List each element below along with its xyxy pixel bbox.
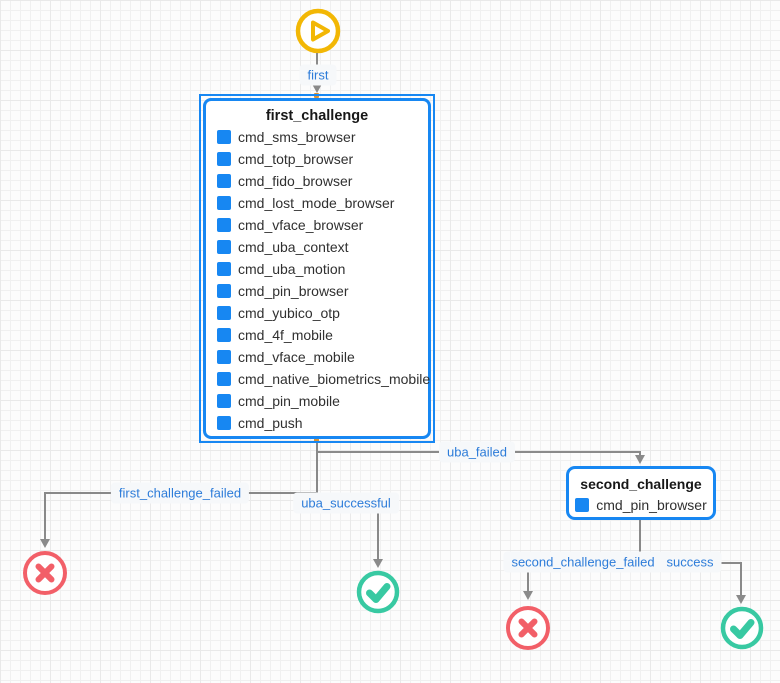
command-square-icon xyxy=(217,152,231,166)
command-square-icon xyxy=(217,196,231,210)
node-item[interactable]: cmd_push xyxy=(206,412,428,434)
edge-second-challenge-stem[interactable] xyxy=(639,520,641,563)
node-item[interactable]: cmd_vface_browser xyxy=(206,214,428,236)
selection-outline: first_challenge cmd_sms_browser cmd_totp… xyxy=(199,94,435,443)
x-circle-icon xyxy=(22,551,68,600)
edge-label-first[interactable]: first xyxy=(299,64,337,86)
node-first-challenge[interactable]: first_challenge cmd_sms_browser cmd_totp… xyxy=(203,98,431,439)
command-square-icon xyxy=(217,240,231,254)
command-square-icon xyxy=(575,498,590,512)
node-second-challenge[interactable]: second_challenge cmd_pin_browser xyxy=(566,466,716,520)
node-item[interactable]: cmd_lost_mode_browser xyxy=(206,192,428,214)
failure-terminal-node[interactable] xyxy=(505,605,551,656)
node-item[interactable]: cmd_pin_browser xyxy=(569,494,713,516)
node-item[interactable]: cmd_vface_mobile xyxy=(206,346,428,368)
play-circle-icon xyxy=(295,8,341,58)
edge-second-challenge-failed[interactable] xyxy=(527,562,529,592)
node-item[interactable]: cmd_sms_browser xyxy=(206,126,428,148)
start-node[interactable] xyxy=(295,8,341,59)
command-square-icon xyxy=(217,174,231,188)
node-item[interactable]: cmd_fido_browser xyxy=(206,170,428,192)
check-circle-icon xyxy=(356,570,400,618)
arrowhead-icon xyxy=(736,595,746,604)
command-square-icon xyxy=(217,372,231,386)
node-item[interactable]: cmd_yubico_otp xyxy=(206,302,428,324)
node-item[interactable]: cmd_native_biometrics_mobile xyxy=(206,368,430,390)
node-item[interactable]: cmd_totp_browser xyxy=(206,148,428,170)
command-square-icon xyxy=(217,130,231,144)
edge-first-challenge-failed[interactable] xyxy=(44,492,46,541)
node-title: first_challenge xyxy=(265,108,369,124)
edge-uba-successful[interactable] xyxy=(377,502,379,563)
edge-label-second-challenge-failed[interactable]: second_challenge_failed xyxy=(503,551,663,573)
node-item[interactable]: cmd_4f_mobile xyxy=(206,324,428,346)
failure-terminal-node[interactable] xyxy=(22,550,68,601)
success-terminal-node[interactable] xyxy=(356,570,400,619)
edge-success[interactable] xyxy=(740,562,742,598)
connection-point-icon xyxy=(314,438,319,443)
arrowhead-icon xyxy=(373,559,383,568)
success-terminal-node[interactable] xyxy=(720,606,764,655)
edge-label-success[interactable]: success xyxy=(658,551,722,573)
node-title: second_challenge xyxy=(580,476,702,492)
command-square-icon xyxy=(217,284,231,298)
command-square-icon xyxy=(217,218,231,232)
node-item-list: cmd_sms_browser cmd_totp_browser cmd_fid… xyxy=(206,126,430,434)
node-item[interactable]: cmd_uba_motion xyxy=(206,258,428,280)
command-square-icon xyxy=(217,350,231,364)
arrowhead-icon xyxy=(40,539,50,548)
command-square-icon xyxy=(217,394,231,408)
node-item[interactable]: cmd_pin_mobile xyxy=(206,390,428,412)
x-circle-icon xyxy=(505,606,551,655)
command-square-icon xyxy=(217,262,231,276)
check-circle-icon xyxy=(720,606,764,654)
arrowhead-icon xyxy=(523,591,533,600)
arrowhead-icon xyxy=(312,84,322,93)
edge-label-uba-failed[interactable]: uba_failed xyxy=(439,441,515,463)
node-item[interactable]: cmd_uba_context xyxy=(206,236,428,258)
node-item[interactable]: cmd_pin_browser xyxy=(206,280,428,302)
arrowhead-icon xyxy=(635,455,645,464)
command-square-icon xyxy=(217,306,231,320)
command-square-icon xyxy=(217,416,231,430)
edge-label-first-challenge-failed[interactable]: first_challenge_failed xyxy=(110,482,250,504)
command-square-icon xyxy=(217,328,231,342)
edge-label-uba-successful[interactable]: uba_successful xyxy=(293,492,399,514)
edge-first-challenge-stem[interactable] xyxy=(316,443,318,503)
